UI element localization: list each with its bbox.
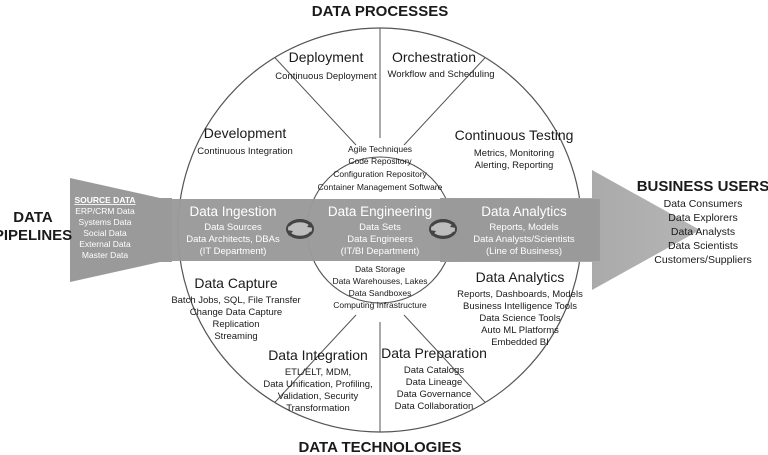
segment-data-analytics-tools: Data Analytics Reports, Dashboards, Mode…: [457, 269, 583, 348]
segment-title: Data Analytics: [476, 269, 565, 285]
list-item: Agile Techniques: [348, 144, 412, 154]
band-line: Data Architects, DBAs: [186, 234, 280, 245]
list-item: Data Analysts: [671, 226, 735, 238]
segment-development: Development Continuous Integration: [197, 125, 293, 157]
list-item: ERP/CRM Data: [75, 206, 135, 216]
segment-dividers: [264, 28, 496, 432]
segment-data-preparation: Data Preparation Data Catalogs Data Line…: [381, 345, 487, 412]
heading-data-technologies: DATA TECHNOLOGIES: [298, 439, 461, 455]
pipeline-input-arrow: [70, 178, 172, 282]
segment-line: Data Lineage: [406, 377, 463, 388]
band-line: Data Analysts/Scientists: [473, 234, 575, 245]
band-line: (IT/BI Department): [341, 246, 420, 257]
list-item: Master Data: [82, 250, 129, 260]
segment-line: Streaming: [214, 331, 257, 342]
list-item: Data Scientists: [668, 240, 738, 252]
segment-orchestration: Orchestration Workflow and Scheduling: [387, 49, 494, 80]
segment-title: Data Preparation: [381, 345, 487, 361]
heading-data-processes: DATA PROCESSES: [312, 3, 448, 20]
source-data-list: SOURCE DATA ERP/CRM Data Systems Data So…: [74, 195, 135, 260]
list-item: Configuration Repository: [333, 169, 427, 179]
segment-continuous-testing: Continuous Testing Metrics, Monitoring A…: [455, 127, 574, 171]
segment-line: Data Science Tools: [479, 313, 560, 324]
band-line: Reports, Models: [489, 222, 558, 233]
segment-title: Continuous Testing: [455, 127, 574, 143]
list-item: Data Consumers: [664, 198, 743, 210]
list-item: Computing Infrastructure: [333, 300, 427, 310]
heading-data-pipelines-line1: DATA: [13, 209, 53, 226]
band-title: Data Engineering: [328, 204, 432, 219]
list-item: External Data: [79, 239, 131, 249]
segment-line: Continuous Integration: [197, 146, 293, 157]
segment-line: Transformation: [286, 403, 350, 414]
segment-line: Embedded BI: [491, 337, 549, 348]
list-item: Data Sandboxes: [349, 288, 412, 298]
list-item: Customers/Suppliers: [654, 254, 751, 266]
list-item: Social Data: [83, 228, 127, 238]
list-item: Data Storage: [355, 264, 405, 274]
segment-deployment: Deployment Continuous Deployment: [275, 49, 377, 82]
segment-line: Metrics, Monitoring: [474, 148, 554, 159]
segment-line: Data Collaboration: [395, 401, 474, 412]
segment-line: Workflow and Scheduling: [387, 69, 494, 80]
band-data-ingestion: Data Ingestion Data Sources Data Archite…: [186, 204, 280, 257]
band-title: Data Analytics: [481, 204, 567, 219]
segment-line: Alerting, Reporting: [475, 160, 554, 171]
list-item: Data Warehouses, Lakes: [332, 276, 427, 286]
segment-title: Data Capture: [194, 275, 277, 291]
band-line: (Line of Business): [486, 246, 562, 257]
segment-line: Data Governance: [397, 389, 471, 400]
segment-title: Orchestration: [392, 49, 476, 65]
cycle-arrows-icon: [429, 219, 457, 239]
segment-line: Reports, Dashboards, Models: [457, 289, 583, 300]
core-technology-infra: Data Storage Data Warehouses, Lakes Data…: [332, 264, 427, 310]
segment-line: Change Data Capture: [190, 307, 282, 318]
segment-title: Development: [204, 125, 287, 141]
band-line: Data Sets: [359, 222, 401, 233]
segment-line: Data Unification, Profiling,: [263, 379, 372, 390]
list-item: Data Explorers: [668, 212, 737, 224]
band-title: Data Ingestion: [189, 204, 276, 219]
segment-line: Business Intelligence Tools: [463, 301, 577, 312]
band-line: Data Sources: [204, 222, 262, 233]
business-users-list: Data Consumers Data Explorers Data Analy…: [654, 198, 751, 266]
core-process-tools: Agile Techniques Code Repository Configu…: [318, 144, 443, 192]
source-data-title: SOURCE DATA: [74, 195, 135, 205]
central-band: [160, 199, 600, 261]
segment-line: Validation, Security: [278, 391, 359, 402]
band-line: (IT Department): [200, 246, 267, 257]
segment-line: Batch Jobs, SQL, File Transfer: [171, 295, 300, 306]
band-line: Data Engineers: [347, 234, 413, 245]
segment-line: ETL/ELT, MDM,: [285, 367, 351, 378]
segment-line: Data Catalogs: [404, 365, 464, 376]
segment-line: Replication: [213, 319, 260, 330]
segment-line: Continuous Deployment: [275, 71, 377, 82]
list-item: Code Repository: [348, 156, 412, 166]
cycle-arrows-icon: [286, 219, 314, 239]
list-item: Container Management Software: [318, 182, 443, 192]
segment-title: Deployment: [289, 49, 364, 65]
segment-data-capture: Data Capture Batch Jobs, SQL, File Trans…: [171, 275, 300, 342]
band-data-analytics: Data Analytics Reports, Models Data Anal…: [473, 204, 575, 257]
heading-data-pipelines-line2: PIPELINES: [0, 227, 72, 244]
segment-line: Auto ML Platforms: [481, 325, 559, 336]
segment-data-integration: Data Integration ETL/ELT, MDM, Data Unif…: [263, 347, 372, 414]
band-data-engineering: Data Engineering Data Sets Data Engineer…: [328, 204, 432, 257]
heading-business-users: BUSINESS USERS: [637, 178, 768, 195]
segment-title: Data Integration: [268, 347, 368, 363]
list-item: Systems Data: [79, 217, 132, 227]
